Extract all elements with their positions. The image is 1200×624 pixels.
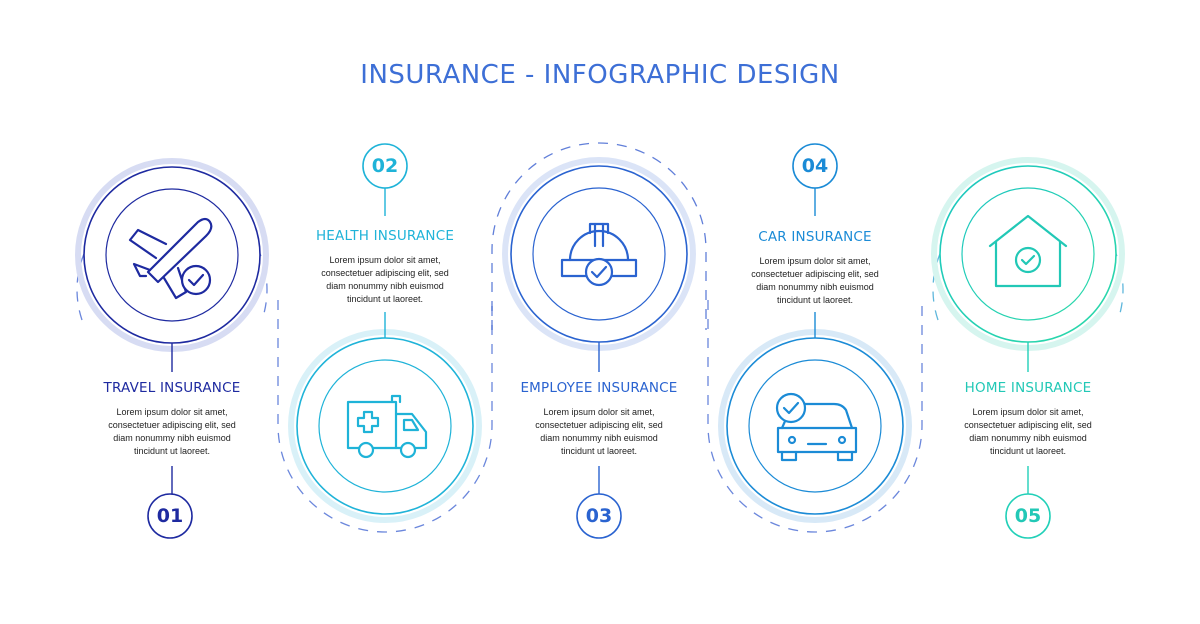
step-1-number-ring bbox=[147, 493, 193, 539]
step-2-description: Lorem ipsum dolor sit amet, consectetuer… bbox=[321, 255, 449, 304]
step-2-inner-ring bbox=[318, 359, 452, 493]
step-4-outer-ring bbox=[726, 337, 904, 515]
step-4-caption: CAR INSURANCE Lorem ipsum dolor sit amet… bbox=[710, 229, 920, 307]
step-1-label: TRAVEL INSURANCE bbox=[103, 380, 241, 396]
step-2-caption: HEALTH INSURANCE Lorem ipsum dolor sit a… bbox=[280, 228, 490, 306]
step-3-dashed-arc bbox=[491, 142, 707, 330]
ambulance-icon bbox=[346, 394, 428, 459]
step-3-inner-ring bbox=[532, 187, 666, 321]
step-5-outer-ring bbox=[939, 165, 1117, 343]
page-title: INSURANCE - INFOGRAPHIC DESIGN bbox=[360, 60, 840, 90]
step-3-number-ring bbox=[576, 493, 622, 539]
step-5-graphic bbox=[931, 157, 1125, 539]
step-2-dashed-arc bbox=[277, 300, 493, 533]
step-4-inner-ring bbox=[748, 359, 882, 493]
step-2-graphic bbox=[277, 143, 493, 533]
car-check-icon bbox=[775, 392, 858, 462]
airplane-check-icon bbox=[128, 217, 213, 300]
step-4-description: Lorem ipsum dolor sit amet, consectetuer… bbox=[751, 256, 879, 305]
step-5-label: HOME INSURANCE bbox=[964, 380, 1092, 396]
hard-hat-check-icon bbox=[560, 222, 638, 287]
step-4-dashed-arc bbox=[707, 300, 923, 533]
step-2-label: HEALTH INSURANCE bbox=[315, 228, 455, 244]
step-5-inner-ring bbox=[961, 187, 1095, 321]
step-3-number: 03 bbox=[585, 505, 613, 527]
step-2-outer-ring bbox=[296, 337, 474, 515]
step-3-description: Lorem ipsum dolor sit amet, consectetuer… bbox=[535, 407, 663, 456]
house-check-icon bbox=[988, 214, 1068, 288]
step-1-number: 01 bbox=[156, 505, 184, 527]
step-4-graphic bbox=[707, 143, 923, 533]
step-5-description: Lorem ipsum dolor sit amet, consectetuer… bbox=[964, 407, 1092, 456]
step-3-graphic bbox=[491, 142, 707, 539]
step-3-label: EMPLOYEE INSURANCE bbox=[520, 380, 678, 396]
step-4-label: CAR INSURANCE bbox=[758, 229, 872, 245]
step-5-caption: HOME INSURANCE Lorem ipsum dolor sit ame… bbox=[923, 380, 1133, 458]
step-1-graphic bbox=[75, 158, 269, 539]
step-5-number-ring bbox=[1005, 493, 1051, 539]
step-1-inner-ring bbox=[105, 188, 239, 322]
step-1-outer-ring bbox=[83, 166, 261, 344]
step-3-caption: EMPLOYEE INSURANCE Lorem ipsum dolor sit… bbox=[494, 380, 704, 458]
step-2-number: 02 bbox=[371, 155, 399, 177]
step-3-outer-ring bbox=[510, 165, 688, 343]
step-1-caption: TRAVEL INSURANCE Lorem ipsum dolor sit a… bbox=[67, 380, 277, 458]
step-5-number: 05 bbox=[1014, 505, 1042, 527]
step-1-description: Lorem ipsum dolor sit amet, consectetuer… bbox=[108, 407, 236, 456]
step-4-number: 04 bbox=[801, 155, 829, 177]
